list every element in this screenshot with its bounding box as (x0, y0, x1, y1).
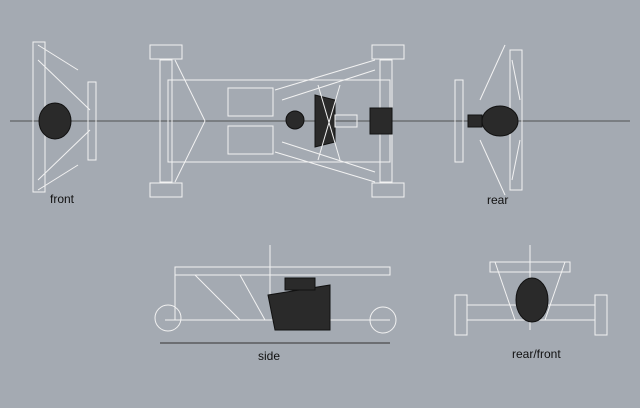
front-view (32, 41, 97, 193)
rear-view (454, 44, 523, 196)
rear-view-label: rear (487, 193, 509, 207)
side-view (154, 245, 397, 344)
rear-front-view (454, 245, 608, 336)
side-view-label: side (258, 349, 281, 363)
front-view-label: front (50, 192, 75, 206)
rear-front-view-label: rear/front (512, 347, 561, 361)
plan-view (149, 44, 405, 198)
